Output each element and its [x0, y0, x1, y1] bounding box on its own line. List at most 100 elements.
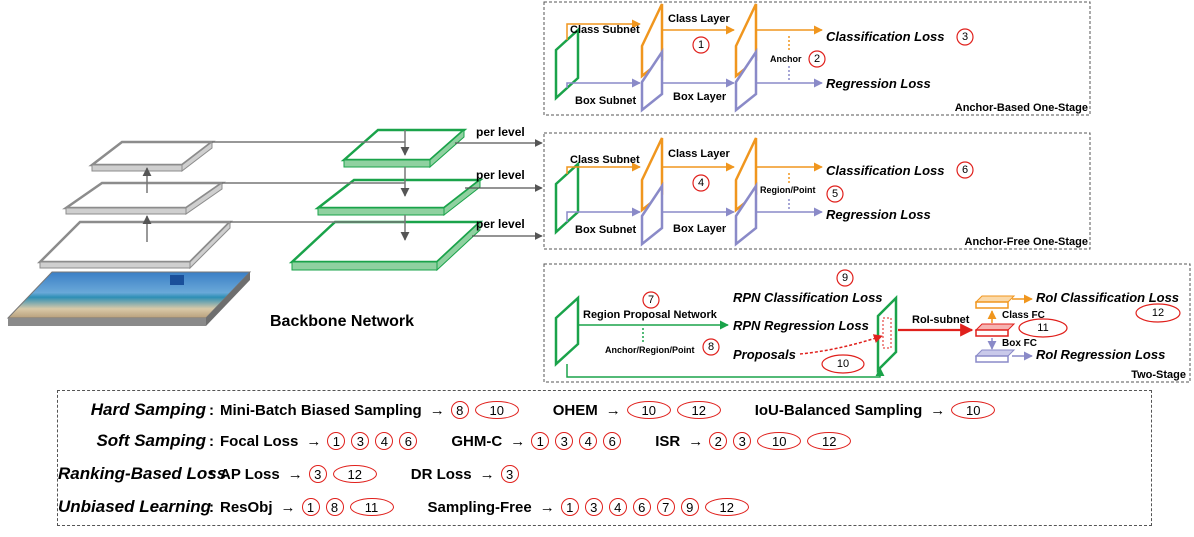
legend-category: Hard Samping	[90, 400, 206, 419]
legend-method: AP Loss	[220, 465, 280, 483]
legend-marker: 3	[555, 432, 574, 450]
legend-category: Ranking-Based Loss	[58, 464, 227, 483]
legend-marker: 1	[560, 498, 579, 516]
arrow-right-icon: →	[539, 498, 555, 516]
legend-marker: 10	[626, 401, 671, 419]
roi-regression-loss-label: RoI Regression Loss	[1036, 347, 1165, 362]
roi-subnet-label: RoI-subnet	[912, 314, 970, 326]
legend-marker: 8	[450, 401, 469, 419]
legend-colon: :	[209, 498, 214, 516]
marker-4: 4	[698, 177, 704, 189]
classification-loss-label: Classification Loss	[826, 29, 944, 44]
legend-marker: 6	[632, 498, 651, 516]
legend-marker: 3	[733, 432, 752, 450]
legend-marker: 12	[332, 465, 377, 483]
rpn-label: Region Proposal Network	[583, 309, 718, 321]
legend-method: Focal Loss	[220, 432, 299, 450]
backbone-title: Backbone Network	[270, 313, 414, 330]
legend-marker: 3	[500, 465, 519, 483]
anchor-free-panel: Class Subnet Class Layer Box Subnet Box …	[543, 132, 1091, 250]
marker-8: 8	[708, 341, 714, 353]
arrow-right-icon: →	[930, 401, 946, 419]
arrow-right-icon: →	[510, 432, 526, 450]
regression-loss-label: Regression Loss	[826, 207, 931, 222]
arrow-right-icon: →	[688, 432, 704, 450]
anchor-based-panel: Class Subnet Class Layer Box Subnet Box …	[543, 1, 1091, 116]
class-layer-label: Class Layer	[668, 13, 730, 25]
arrow-right-icon: →	[429, 401, 445, 419]
stage-label: Anchor-Based One-Stage	[955, 102, 1088, 114]
legend-marker: 3	[584, 498, 603, 516]
marker-6: 6	[962, 164, 968, 176]
legend-marker: 6	[603, 432, 622, 450]
two-stage-panel: Region Proposal Network Anchor/Region/Po…	[543, 263, 1191, 383]
legend-marker: 8	[325, 498, 344, 516]
marker-3: 3	[962, 31, 968, 43]
legend-marker: 6	[399, 432, 418, 450]
class-layer-label: Class Layer	[668, 148, 730, 160]
arrow-right-icon: →	[287, 465, 303, 483]
marker-2: 2	[814, 53, 820, 65]
legend-method: Sampling-Free	[427, 498, 532, 516]
region-point-label: Region/Point	[760, 185, 816, 195]
roi-classification-loss-label: RoI Classification Loss	[1036, 290, 1179, 305]
backbone-network: per level per level per level Backbone N…	[6, 125, 543, 330]
box-fc-label: Box FC	[1002, 338, 1037, 349]
legend-method: Mini-Batch Biased Sampling	[220, 401, 422, 419]
legend-method: DR Loss	[410, 465, 472, 483]
class-subnet-label: Class Subnet	[570, 24, 640, 36]
box-subnet-label: Box Subnet	[575, 224, 636, 236]
stage-label: Anchor-Free One-Stage	[965, 236, 1088, 248]
legend-colon: :	[209, 401, 214, 419]
legend-marker: 10	[757, 432, 802, 450]
legend-marker: 12	[807, 432, 852, 450]
legend-category: Unbiased Learning	[58, 497, 212, 516]
legend-marker: 1	[301, 498, 320, 516]
legend-marker: 10	[474, 401, 519, 419]
legend-method: ResObj	[220, 498, 273, 516]
classification-loss-label: Classification Loss	[826, 163, 944, 178]
marker-10: 10	[837, 358, 849, 370]
per-level-label: per level	[476, 217, 525, 231]
arrow-right-icon: →	[605, 401, 621, 419]
stage-label: Two-Stage	[1131, 369, 1186, 381]
legend-marker: 1	[327, 432, 346, 450]
per-level-label: per level	[476, 168, 525, 182]
marker-7: 7	[648, 294, 654, 306]
legend-method: GHM-C	[451, 432, 503, 450]
legend-row: Hard Samping: Mini-Batch Biased Sampling →…	[58, 398, 1001, 422]
legend-method: IoU-Balanced Sampling	[754, 401, 923, 419]
legend-colon: :	[209, 465, 214, 483]
class-subnet-label: Class Subnet	[570, 154, 640, 166]
legend-marker: 1	[531, 432, 550, 450]
legend-marker: 3	[351, 432, 370, 450]
legend-marker: 4	[579, 432, 598, 450]
marker-12: 12	[1152, 307, 1164, 319]
legend-marker: 4	[375, 432, 394, 450]
arrow-right-icon: →	[479, 465, 495, 483]
proposals-label: Proposals	[733, 347, 796, 362]
legend-marker: 7	[656, 498, 675, 516]
anchor-label: Anchor	[770, 54, 802, 64]
per-level-label: per level	[476, 125, 525, 139]
legend-marker: 9	[680, 498, 699, 516]
rpn-classification-loss-label: RPN Classification Loss	[733, 290, 883, 305]
anchor-region-point-label: Anchor/Region/Point	[605, 345, 695, 355]
legend-marker: 10	[951, 401, 996, 419]
legend-marker: 4	[608, 498, 627, 516]
box-layer-label: Box Layer	[673, 91, 727, 103]
legend-marker: 2	[709, 432, 728, 450]
legend-method: OHEM	[552, 401, 598, 419]
method-legend: Hard Samping: Mini-Batch Biased Sampling →…	[57, 390, 1152, 526]
arrow-right-icon: →	[280, 498, 296, 516]
marker-5: 5	[832, 188, 838, 200]
arrow-right-icon: →	[306, 432, 322, 450]
class-fc-label: Class FC	[1002, 310, 1045, 321]
legend-marker: 11	[349, 498, 394, 516]
legend-marker: 12	[676, 401, 721, 419]
regression-loss-label: Regression Loss	[826, 76, 931, 91]
